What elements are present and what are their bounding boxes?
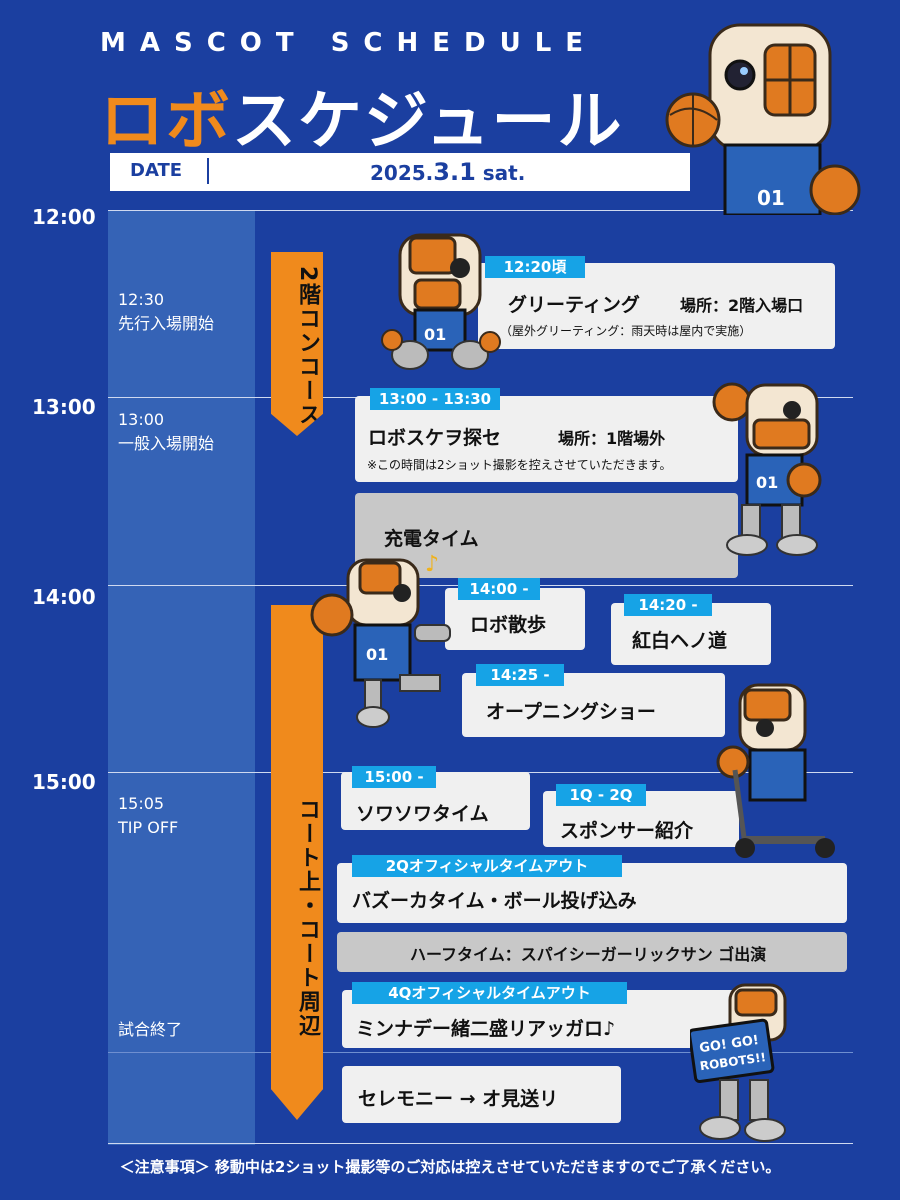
music-note: ♪ [425, 552, 440, 577]
event-charging [355, 493, 738, 578]
time-label-1200: 12:00 [32, 205, 96, 229]
date-divider [207, 158, 209, 184]
hour-line [108, 210, 853, 211]
event-red-white-title: 紅白ヘノ道 [632, 630, 728, 652]
robot-mascot-walking: 01 [310, 558, 451, 728]
note-time: 13:00 [118, 410, 165, 429]
location-concourse: 2階コンコース [271, 252, 323, 436]
svg-text:01: 01 [424, 325, 446, 344]
schedule-title: ロボスケジュール [100, 70, 624, 162]
time-band [108, 210, 255, 1145]
event-halftime [337, 932, 847, 972]
event-ceremony-title: セレモニー → オ見送リ [358, 1088, 559, 1110]
event-sowasowa-time: 15:00 - [352, 766, 436, 788]
title-rest: スケジュール [232, 85, 624, 159]
robot-mascot-waving: 01 [712, 382, 822, 556]
svg-text:01: 01 [756, 473, 778, 492]
note-time: 15:05 [118, 794, 165, 813]
event-search [355, 396, 738, 482]
event-search-title: ロボスケヲ探セ [368, 427, 502, 449]
svg-text:01: 01 [757, 186, 785, 210]
note-general-entry: 13:00 一般入場開始 [118, 408, 214, 456]
bottom-line [108, 1143, 853, 1144]
event-search-sub: ※この時間は2ショット撮影を控えさせていただきます。 [367, 458, 672, 472]
event-sowasowa-title: ソワソワタイム [356, 803, 489, 825]
location-court: コート上・コート周辺 [271, 605, 323, 1120]
event-sponsor-title: スポンサー紹介 [560, 820, 694, 842]
robot-mascot-sitting: 01 [381, 233, 501, 370]
event-greeting-title: グリーティング [508, 294, 640, 316]
event-sponsor-time: 1Q - 2Q [556, 784, 646, 806]
note-time: 12:30 [118, 290, 165, 309]
date-value: 2025.3.1 sat. [370, 158, 525, 186]
time-label-1500: 15:00 [32, 770, 96, 794]
robot-mascot-header: 01 [665, 23, 861, 215]
event-red-white-time: 14:20 - [624, 594, 712, 616]
date-label: DATE [130, 160, 183, 181]
event-opening-show-title: オープニングショー [486, 701, 656, 723]
event-greeting-place: 場所：2階入場口 [680, 296, 804, 315]
note-text: 試合終了 [118, 1020, 183, 1039]
footer-notice: ＜注意事項＞ 移動中は2ショット撮影等のご対応は控えさせていただきますのでご了承… [119, 1158, 781, 1176]
note-text: 一般入場開始 [118, 434, 215, 453]
event-robo-walk-title: ロボ散歩 [470, 614, 547, 636]
schedule-subtitle: MASCOT SCHEDULE [100, 28, 598, 58]
event-halftime-title: ハーフタイム：スパイシーガーリックサン ゴ出演 [410, 945, 767, 964]
note-tipoff: 15:05 TIP OFF [118, 792, 178, 840]
note-game-end: 試合終了 [118, 1018, 182, 1042]
date-year: 2025. [370, 161, 434, 185]
note-text: TIP OFF [118, 818, 179, 837]
date-weekday: sat. [475, 161, 526, 185]
robot-mascot-sign: GO! GO! ROBOTS!! [690, 983, 787, 1142]
event-greeting-sub: （屋外グリーティング：雨天時は屋内で実施） [500, 324, 752, 338]
event-robo-walk-time: 14:00 - [458, 578, 540, 600]
end-line [108, 1052, 853, 1053]
robot-mascot-scooter [716, 683, 835, 858]
event-everyone-time: 4Qオフィシャルタイムアウト [352, 982, 627, 1004]
note-text: 先行入場開始 [118, 314, 215, 333]
event-bazooka-title: バズーカタイム・ボール投げ込み [352, 890, 637, 912]
event-charging-title: 充電タイム [384, 528, 479, 550]
event-opening-show-time: 14:25 - [476, 664, 564, 686]
event-ceremony [342, 1066, 621, 1123]
event-search-time: 13:00 - 13:30 [370, 388, 500, 410]
event-bazooka-time: 2Qオフィシャルタイムアウト [352, 855, 622, 877]
event-everyone-title: ミンナデー緒二盛リアッガロ♪ [356, 1018, 616, 1040]
date-day: 3.1 [433, 158, 476, 186]
event-search-place: 場所：1階場外 [558, 429, 666, 448]
note-early-entry: 12:30 先行入場開始 [118, 288, 214, 336]
date-bar [110, 153, 690, 191]
title-accent: ロボ [100, 85, 232, 159]
svg-text:01: 01 [366, 645, 388, 664]
event-greeting-time: 12:20頃 [485, 256, 585, 278]
time-label-1300: 13:00 [32, 395, 96, 419]
time-label-1400: 14:00 [32, 585, 96, 609]
